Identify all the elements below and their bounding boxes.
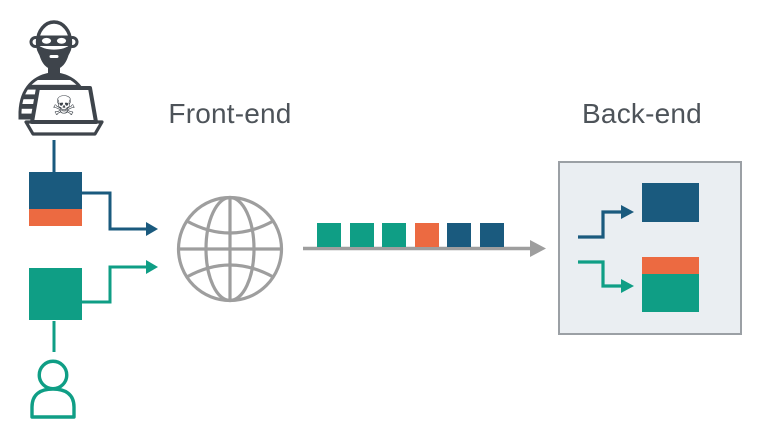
hacker-eye-left: [41, 37, 52, 44]
person-icon: [30, 359, 76, 419]
request-segment-orange: [29, 209, 82, 226]
globe-icon: [176, 195, 284, 303]
laptop-lid: [30, 86, 98, 124]
front-end-label: Front-end: [168, 98, 292, 129]
skull-crossbones-icon: ☠: [52, 91, 76, 122]
request-segment-green: [642, 274, 699, 312]
hacker-eye-right: [56, 37, 67, 44]
user-request-arrow: [82, 260, 158, 304]
backend-request-block-top: [642, 183, 699, 222]
queue-arrow: [303, 240, 546, 257]
hacker-icon: ☠: [18, 20, 104, 136]
request-segment-green: [29, 268, 82, 320]
queue-block-green: [317, 223, 341, 247]
queue-block-green: [349, 223, 374, 247]
request-segment-blue: [642, 183, 699, 222]
request-queue: [317, 223, 504, 247]
backend-request-block-bottom: [642, 257, 699, 312]
attacker-request-arrow: [82, 191, 158, 236]
back-end-label: Back-end: [582, 98, 702, 129]
queue-block-orange: [414, 223, 439, 247]
queue-block-green: [382, 223, 406, 247]
queue-block-blue: [447, 223, 471, 247]
hacker-mouth: [49, 55, 59, 58]
user-request-block: [29, 268, 82, 320]
request-segment-orange: [642, 257, 699, 274]
queue-block-blue: [479, 223, 504, 247]
request-segment-blue: [29, 172, 82, 209]
backend-route-arrow-bottom: [578, 260, 634, 293]
attacker-request-block: [29, 172, 82, 226]
hacker-eye-mask: [36, 35, 72, 46]
backend-route-arrow-top: [578, 205, 634, 239]
